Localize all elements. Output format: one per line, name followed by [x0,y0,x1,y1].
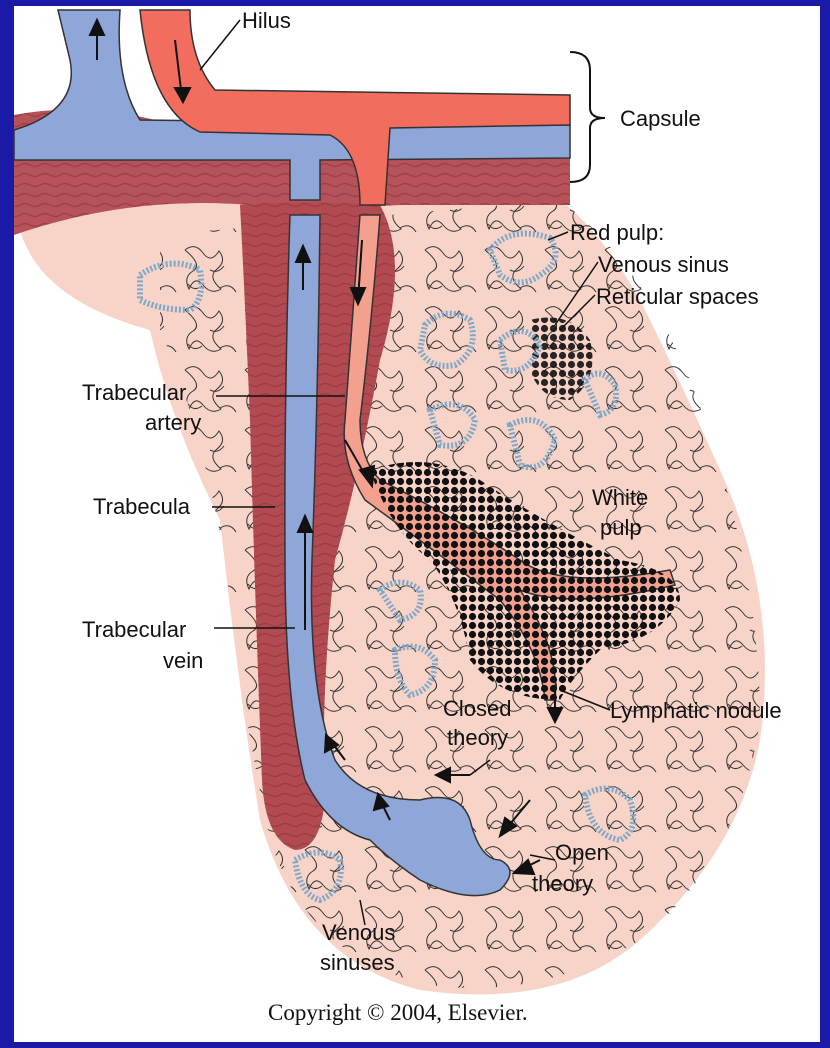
copyright-text: Copyright © 2004, Elsevier. [268,1000,528,1026]
label-hilus: Hilus [242,8,291,34]
label-venous-sinuses-1: Venous [322,920,395,946]
label-open-theory-2: theory [532,871,593,897]
label-red-pulp: Red pulp: [570,220,664,246]
label-venous-sinus: Venous sinus [598,252,729,278]
label-reticular-spaces: Reticular spaces [596,284,759,310]
label-trabecular-artery-2: artery [145,410,201,436]
label-capsule: Capsule [620,106,701,132]
label-venous-sinuses-2: sinuses [320,950,395,976]
label-open-theory-1: Open [555,840,609,866]
label-white-pulp-2: pulp [600,515,642,541]
label-closed-theory-1: Closed [443,696,511,722]
label-trabecular-vein-1: Trabecular [82,617,186,643]
label-lymphatic-nodule: Lymphatic nodule [610,698,782,724]
label-closed-theory-2: theory [447,725,508,751]
label-white-pulp-1: White [592,485,648,511]
capsule-bracket [570,52,605,182]
label-trabecular-vein-2: vein [163,648,203,674]
label-trabecular-artery-1: Trabecular [82,380,186,406]
label-trabecula: Trabecula [93,494,190,520]
